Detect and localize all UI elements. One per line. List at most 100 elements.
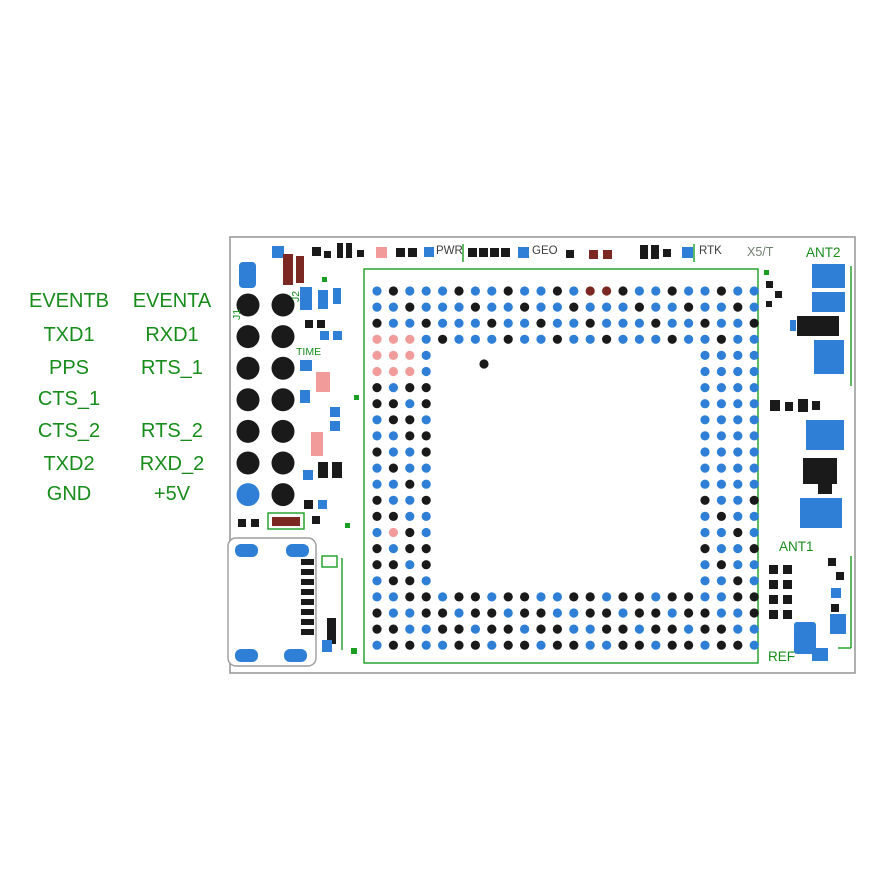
grid-pad bbox=[405, 334, 415, 344]
grid-pad bbox=[733, 624, 743, 634]
grid-pad bbox=[667, 286, 677, 296]
grid-pad bbox=[372, 415, 382, 425]
component-pad bbox=[769, 565, 778, 574]
j1-pin-pad bbox=[236, 388, 260, 412]
grid-pad bbox=[405, 286, 415, 296]
component-pad bbox=[354, 395, 359, 400]
pin-label-rts-1: RTS_1 bbox=[141, 357, 203, 379]
component-pad bbox=[300, 360, 312, 371]
component-pad bbox=[357, 250, 364, 257]
grid-pad bbox=[585, 334, 595, 344]
grid-pad bbox=[388, 592, 398, 602]
ref-label: REF bbox=[768, 649, 795, 664]
component-pad bbox=[831, 604, 839, 612]
grid-pad bbox=[602, 286, 612, 296]
grid-pad bbox=[421, 592, 431, 602]
pin-label-rxd1: RXD1 bbox=[145, 324, 199, 346]
grid-pad bbox=[749, 463, 759, 473]
j1-pin-pad bbox=[271, 356, 295, 380]
grid-pad bbox=[487, 608, 497, 618]
component-pad bbox=[330, 407, 340, 417]
grid-pad bbox=[651, 592, 661, 602]
component-pad bbox=[322, 640, 332, 652]
grid-pad bbox=[733, 447, 743, 457]
grid-pad bbox=[749, 624, 759, 634]
grid-pad bbox=[421, 640, 431, 650]
component-pad bbox=[283, 254, 293, 285]
component-pad bbox=[769, 610, 778, 619]
grid-pad bbox=[651, 302, 661, 312]
grid-pad bbox=[503, 334, 513, 344]
grid-pad bbox=[438, 592, 448, 602]
grid-pad bbox=[733, 560, 743, 570]
grid-pad bbox=[667, 608, 677, 618]
grid-pad bbox=[667, 624, 677, 634]
grid-pad bbox=[700, 479, 710, 489]
grid-pad bbox=[585, 624, 595, 634]
grid-pad bbox=[470, 334, 480, 344]
grid-pad bbox=[716, 511, 727, 521]
grid-pad bbox=[749, 576, 759, 586]
grid-pad bbox=[733, 495, 743, 505]
grid-pad bbox=[569, 624, 579, 634]
grid-pad bbox=[470, 318, 480, 328]
grid-pad bbox=[716, 463, 727, 473]
pin-label-rxd-2: RXD_2 bbox=[139, 453, 205, 475]
component-pad bbox=[318, 500, 327, 509]
grid-pad bbox=[388, 415, 398, 425]
grid-pad bbox=[372, 608, 382, 618]
grid-pad bbox=[716, 592, 727, 602]
grid-pad bbox=[388, 463, 398, 473]
grid-pad bbox=[372, 463, 382, 473]
grid-pad bbox=[421, 527, 431, 538]
grid-pad bbox=[618, 302, 628, 312]
grid-pad bbox=[388, 286, 398, 296]
grid-pad bbox=[700, 560, 710, 570]
grid-pad bbox=[454, 592, 464, 602]
grid-pad bbox=[585, 286, 595, 296]
component-pad bbox=[304, 500, 313, 509]
grid-pad bbox=[716, 415, 727, 425]
grid-pad bbox=[733, 383, 743, 393]
component-pad bbox=[814, 340, 844, 374]
component-pad bbox=[408, 248, 417, 257]
grid-pad bbox=[749, 431, 759, 441]
grid-pad bbox=[749, 560, 759, 570]
grid-pad bbox=[700, 640, 710, 650]
grid-pad bbox=[618, 608, 628, 618]
grid-pad bbox=[421, 383, 431, 393]
pin-label-eventb: EVENTB bbox=[28, 290, 110, 312]
component-pad bbox=[301, 609, 314, 615]
component-pad bbox=[836, 572, 844, 580]
grid-pad bbox=[372, 350, 382, 360]
grid-pad bbox=[405, 318, 415, 328]
grid-pad bbox=[438, 624, 448, 634]
grid-pad bbox=[733, 544, 743, 554]
grid-pad bbox=[733, 415, 743, 425]
grid-pad bbox=[421, 447, 431, 457]
component-pad bbox=[783, 565, 792, 574]
component-pad bbox=[238, 519, 246, 527]
grid-pad bbox=[421, 479, 431, 489]
grid-pad bbox=[520, 624, 530, 634]
grid-pad bbox=[749, 527, 759, 538]
grid-pad bbox=[372, 447, 382, 457]
j1-pin-pad bbox=[236, 356, 260, 380]
grid-pad bbox=[733, 318, 743, 328]
grid-pad bbox=[454, 318, 464, 328]
grid-pad bbox=[487, 640, 497, 650]
grid-pad bbox=[716, 560, 727, 570]
grid-pad bbox=[405, 495, 415, 505]
pin-label-pps: PPS bbox=[48, 357, 90, 379]
component-pad bbox=[251, 519, 259, 527]
grid-pad bbox=[454, 608, 464, 618]
grid-pad bbox=[405, 544, 415, 554]
j1-pin-pad bbox=[271, 483, 295, 507]
grid-pad bbox=[536, 334, 546, 344]
grid-pad bbox=[372, 431, 382, 441]
grid-pad bbox=[372, 302, 382, 312]
grid-pad bbox=[634, 286, 645, 296]
grid-pad bbox=[716, 608, 727, 618]
